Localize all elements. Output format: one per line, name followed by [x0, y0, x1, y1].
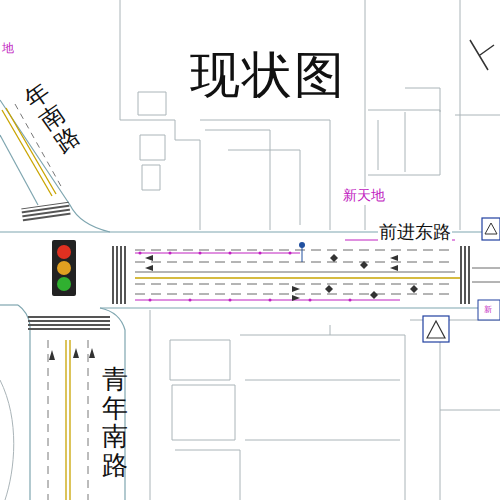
place-label: 新天地 [342, 187, 386, 205]
road-name: 青年南路 [102, 365, 128, 479]
place-label: 新 [484, 304, 492, 315]
place-label: 地 [2, 40, 14, 57]
map-title: 现状图 [190, 42, 346, 109]
road-name: 前进东路 [378, 220, 452, 244]
